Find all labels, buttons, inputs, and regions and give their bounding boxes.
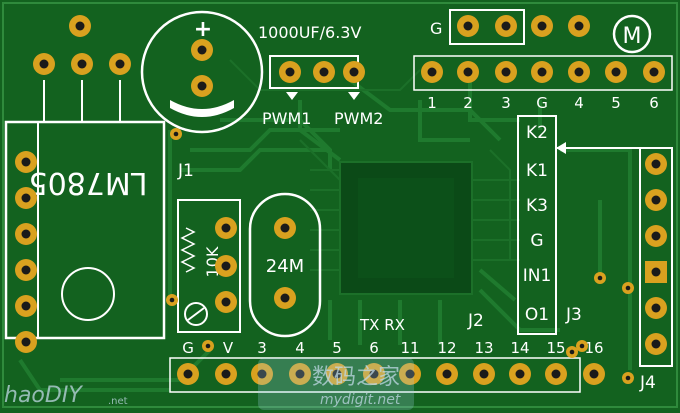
txrx-label: TX RX: [359, 316, 405, 334]
potentiometer-outline: [177, 199, 241, 333]
bottom-pin-label: 6: [369, 339, 379, 357]
control-label: IN1: [523, 266, 552, 286]
top-pin-label: G: [536, 94, 548, 112]
j3-label: J3: [565, 305, 582, 325]
crystal-outline: [248, 192, 322, 338]
bottom-pin-label: V: [223, 339, 234, 357]
bottom-pin-label: 15: [546, 339, 565, 357]
capacitor-polarity: +: [194, 17, 212, 42]
pwm2-label: PWM2: [334, 109, 383, 128]
top-pin-label: 3: [501, 94, 511, 112]
top-pin-label: 6: [649, 94, 659, 112]
bottom-pin-label: 16: [584, 339, 603, 357]
control-label: G: [530, 231, 543, 251]
bottom-pin-label: 4: [295, 339, 305, 357]
top-pin-label: 4: [574, 94, 584, 112]
bottom-pin-label: 11: [400, 339, 419, 357]
top-pin-label: 2: [463, 94, 473, 112]
regulator-outline: [4, 120, 166, 340]
crystal-label: 24M: [266, 256, 304, 277]
watermark-left-suffix: .net: [108, 396, 128, 407]
j4-outline: [639, 147, 673, 367]
control-label: K3: [526, 196, 548, 216]
capacitor-label: 1000UF/6.3V: [258, 23, 361, 42]
top-pin-label: 1: [427, 94, 437, 112]
bottom-pin-label: 13: [474, 339, 493, 357]
bottom-pin-label: 12: [437, 339, 456, 357]
control-label: K1: [526, 161, 548, 181]
watermark-center-url: mydigit.net: [320, 392, 401, 408]
j2-label: J2: [467, 311, 484, 331]
bottom-header-outline: [169, 357, 581, 393]
control-label: O1: [525, 305, 549, 325]
top-pin-label: 5: [611, 94, 621, 112]
watermark-center-cn: 数码之家: [312, 365, 400, 390]
watermark-center-box: [258, 358, 414, 410]
j1-label: J1: [177, 161, 194, 181]
control-header-outline: [517, 115, 557, 335]
capacitor-outline: [140, 10, 264, 134]
bottom-pin-label: G: [182, 339, 194, 357]
regulator-label: LM7805: [29, 165, 148, 200]
j4-label: J4: [639, 373, 656, 393]
bottom-pin-label: 14: [510, 339, 529, 357]
motor-label: M: [623, 24, 642, 49]
pwm1-label: PWM1: [262, 109, 311, 128]
bottom-pin-label: 3: [257, 339, 267, 357]
motor-symbol: [612, 14, 652, 54]
watermark-left: haoDIY: [4, 383, 83, 408]
copper-traces: [18, 70, 632, 392]
bottom-pin-label: 5: [332, 339, 342, 357]
header-g-label: G: [430, 19, 442, 38]
control-label: K2: [526, 123, 548, 143]
